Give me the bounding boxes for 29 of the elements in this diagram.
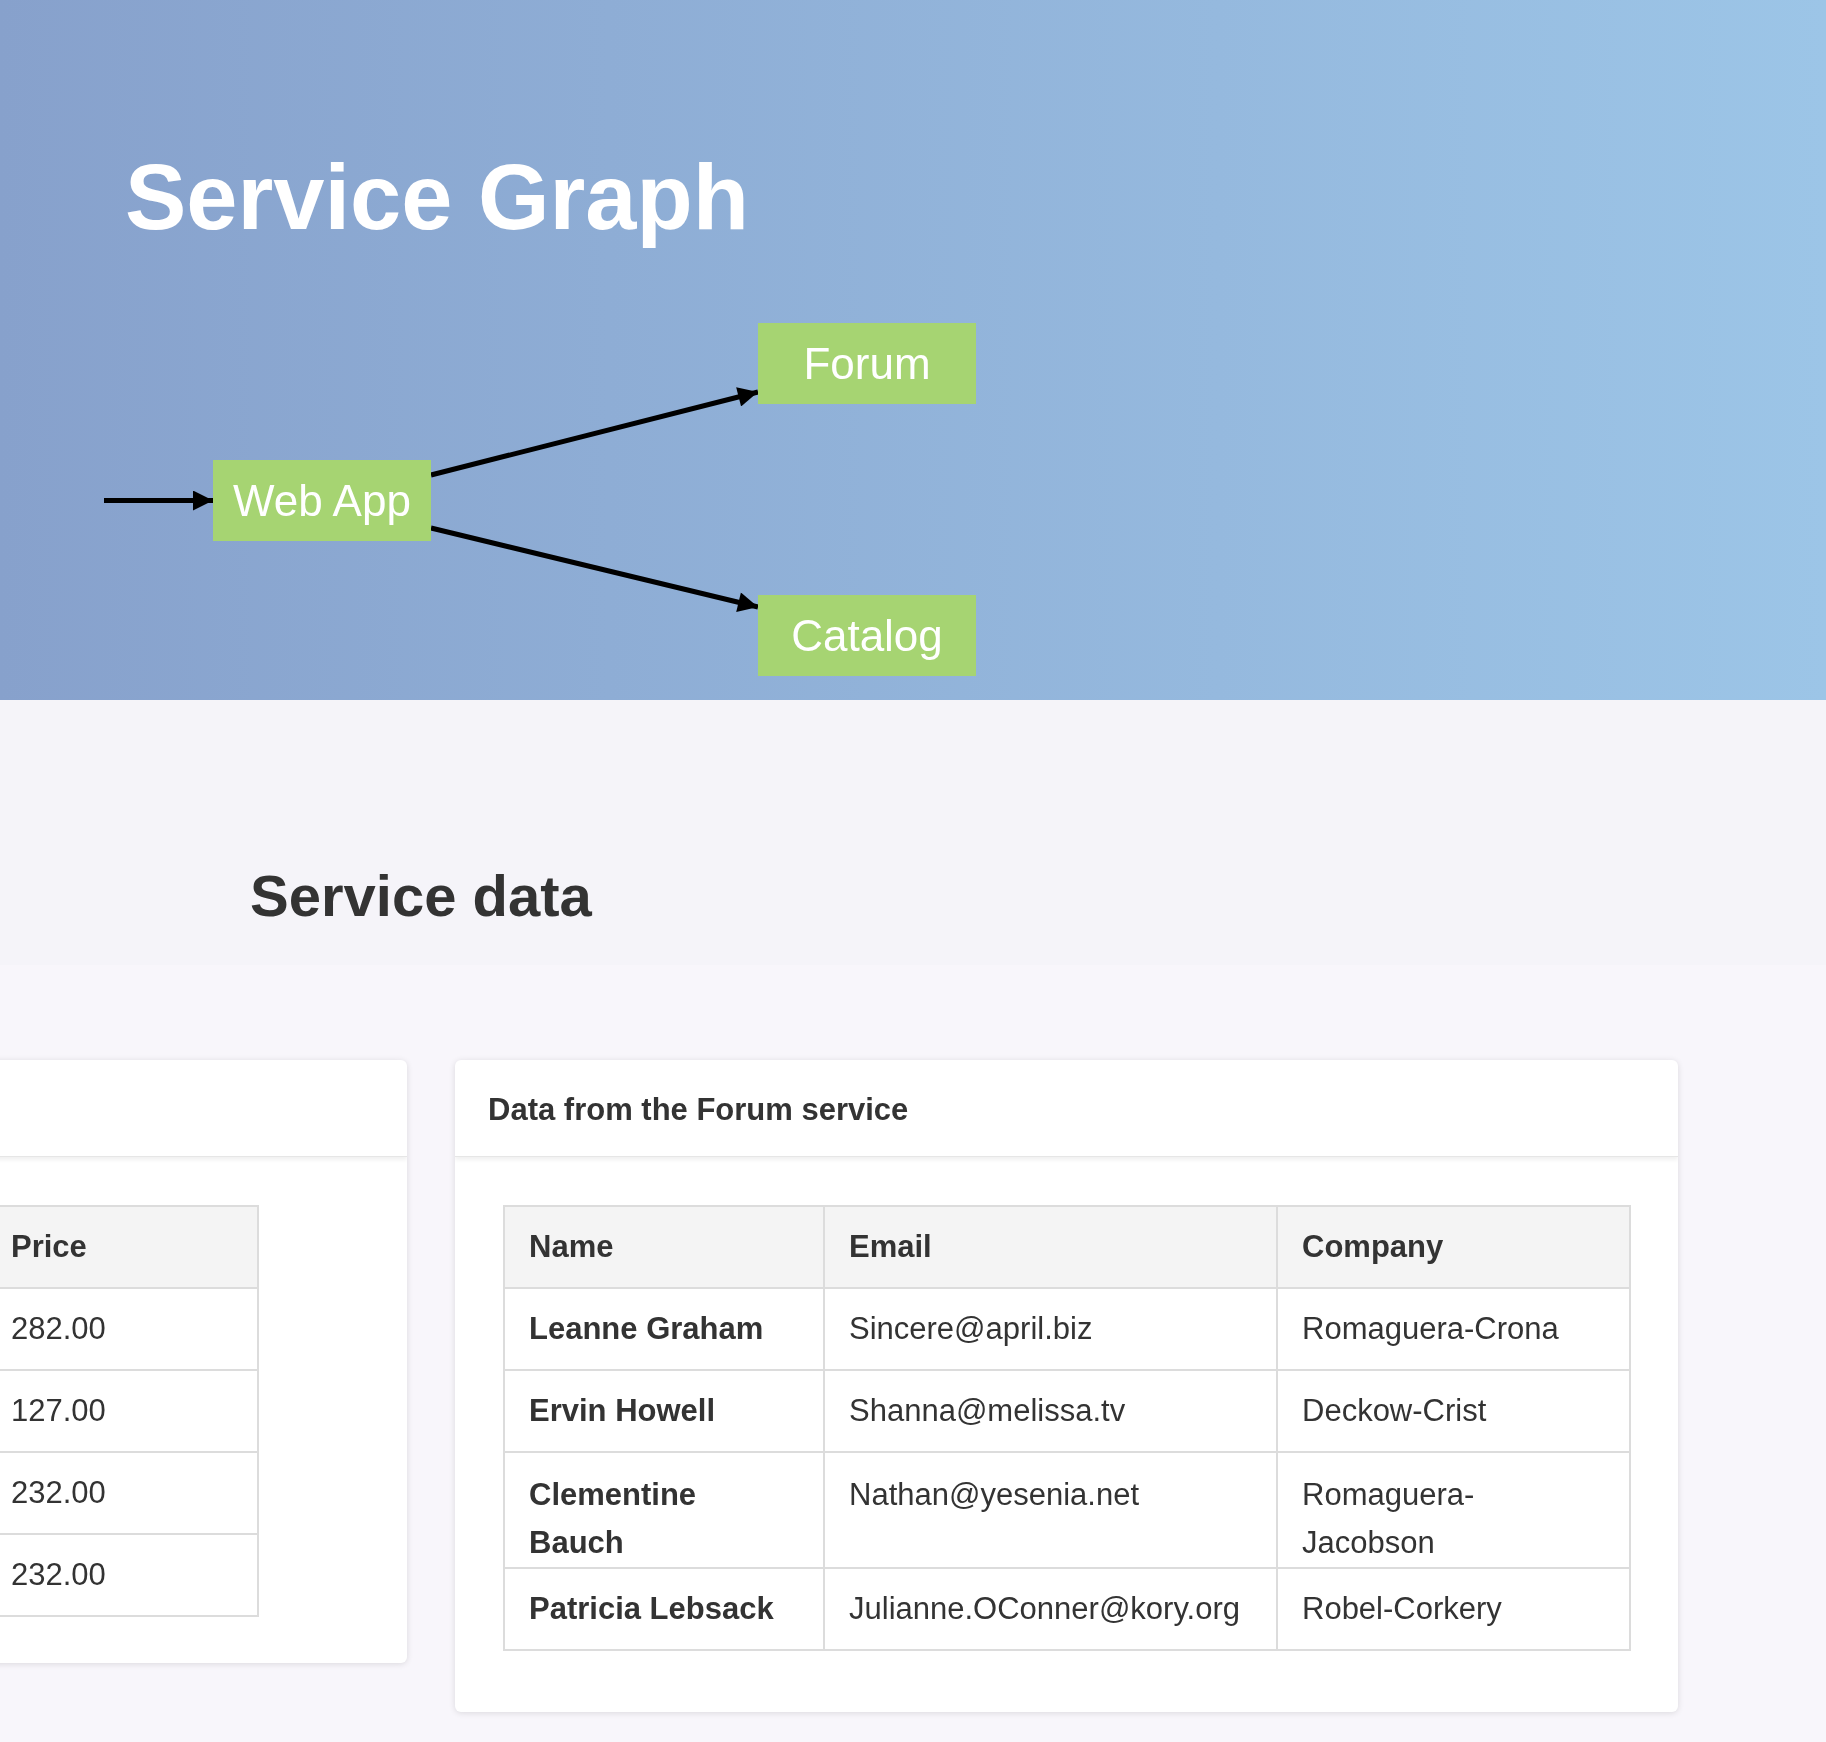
table-cell: Robel-Corkery [1277,1568,1630,1650]
table-cell: Julianne.OConner@kory.org [824,1568,1277,1650]
table-cell: Nathan@yesenia.net [824,1452,1277,1568]
table-cell: Patricia Lebsack [504,1568,824,1650]
column-header: Price [0,1206,258,1288]
table-cell: 282.00 [0,1288,258,1370]
column-header: Company [1277,1206,1630,1288]
page-title: Service Graph [125,145,749,250]
arrow [430,525,759,612]
table-cell: 127.00 [0,1370,258,1452]
arrow [104,490,213,511]
arrow [430,387,759,478]
column-header: Email [824,1206,1277,1288]
table-cell: 232.00 [0,1452,258,1534]
service-box: Catalog [758,595,976,676]
table-cell: Romaguera-Jacobson [1277,1452,1630,1568]
table-cell: Shanna@melissa.tv [824,1370,1277,1452]
section-heading: Service data [250,862,592,929]
table-cell: Sincere@april.biz [824,1288,1277,1370]
table-cell: Deckow-Crist [1277,1370,1630,1452]
table-cell: Clementine Bauch [504,1452,824,1568]
table-cell: Leanne Graham [504,1288,824,1370]
service-box: Forum [758,323,976,404]
table-cell: Romaguera-Crona [1277,1288,1630,1370]
table-cell: Ervin Howell [504,1370,824,1452]
column-header: Name [504,1206,824,1288]
card-title: Data from the Forum service [488,1092,909,1128]
service-box: Web App [213,460,431,541]
table-cell: 232.00 [0,1534,258,1616]
